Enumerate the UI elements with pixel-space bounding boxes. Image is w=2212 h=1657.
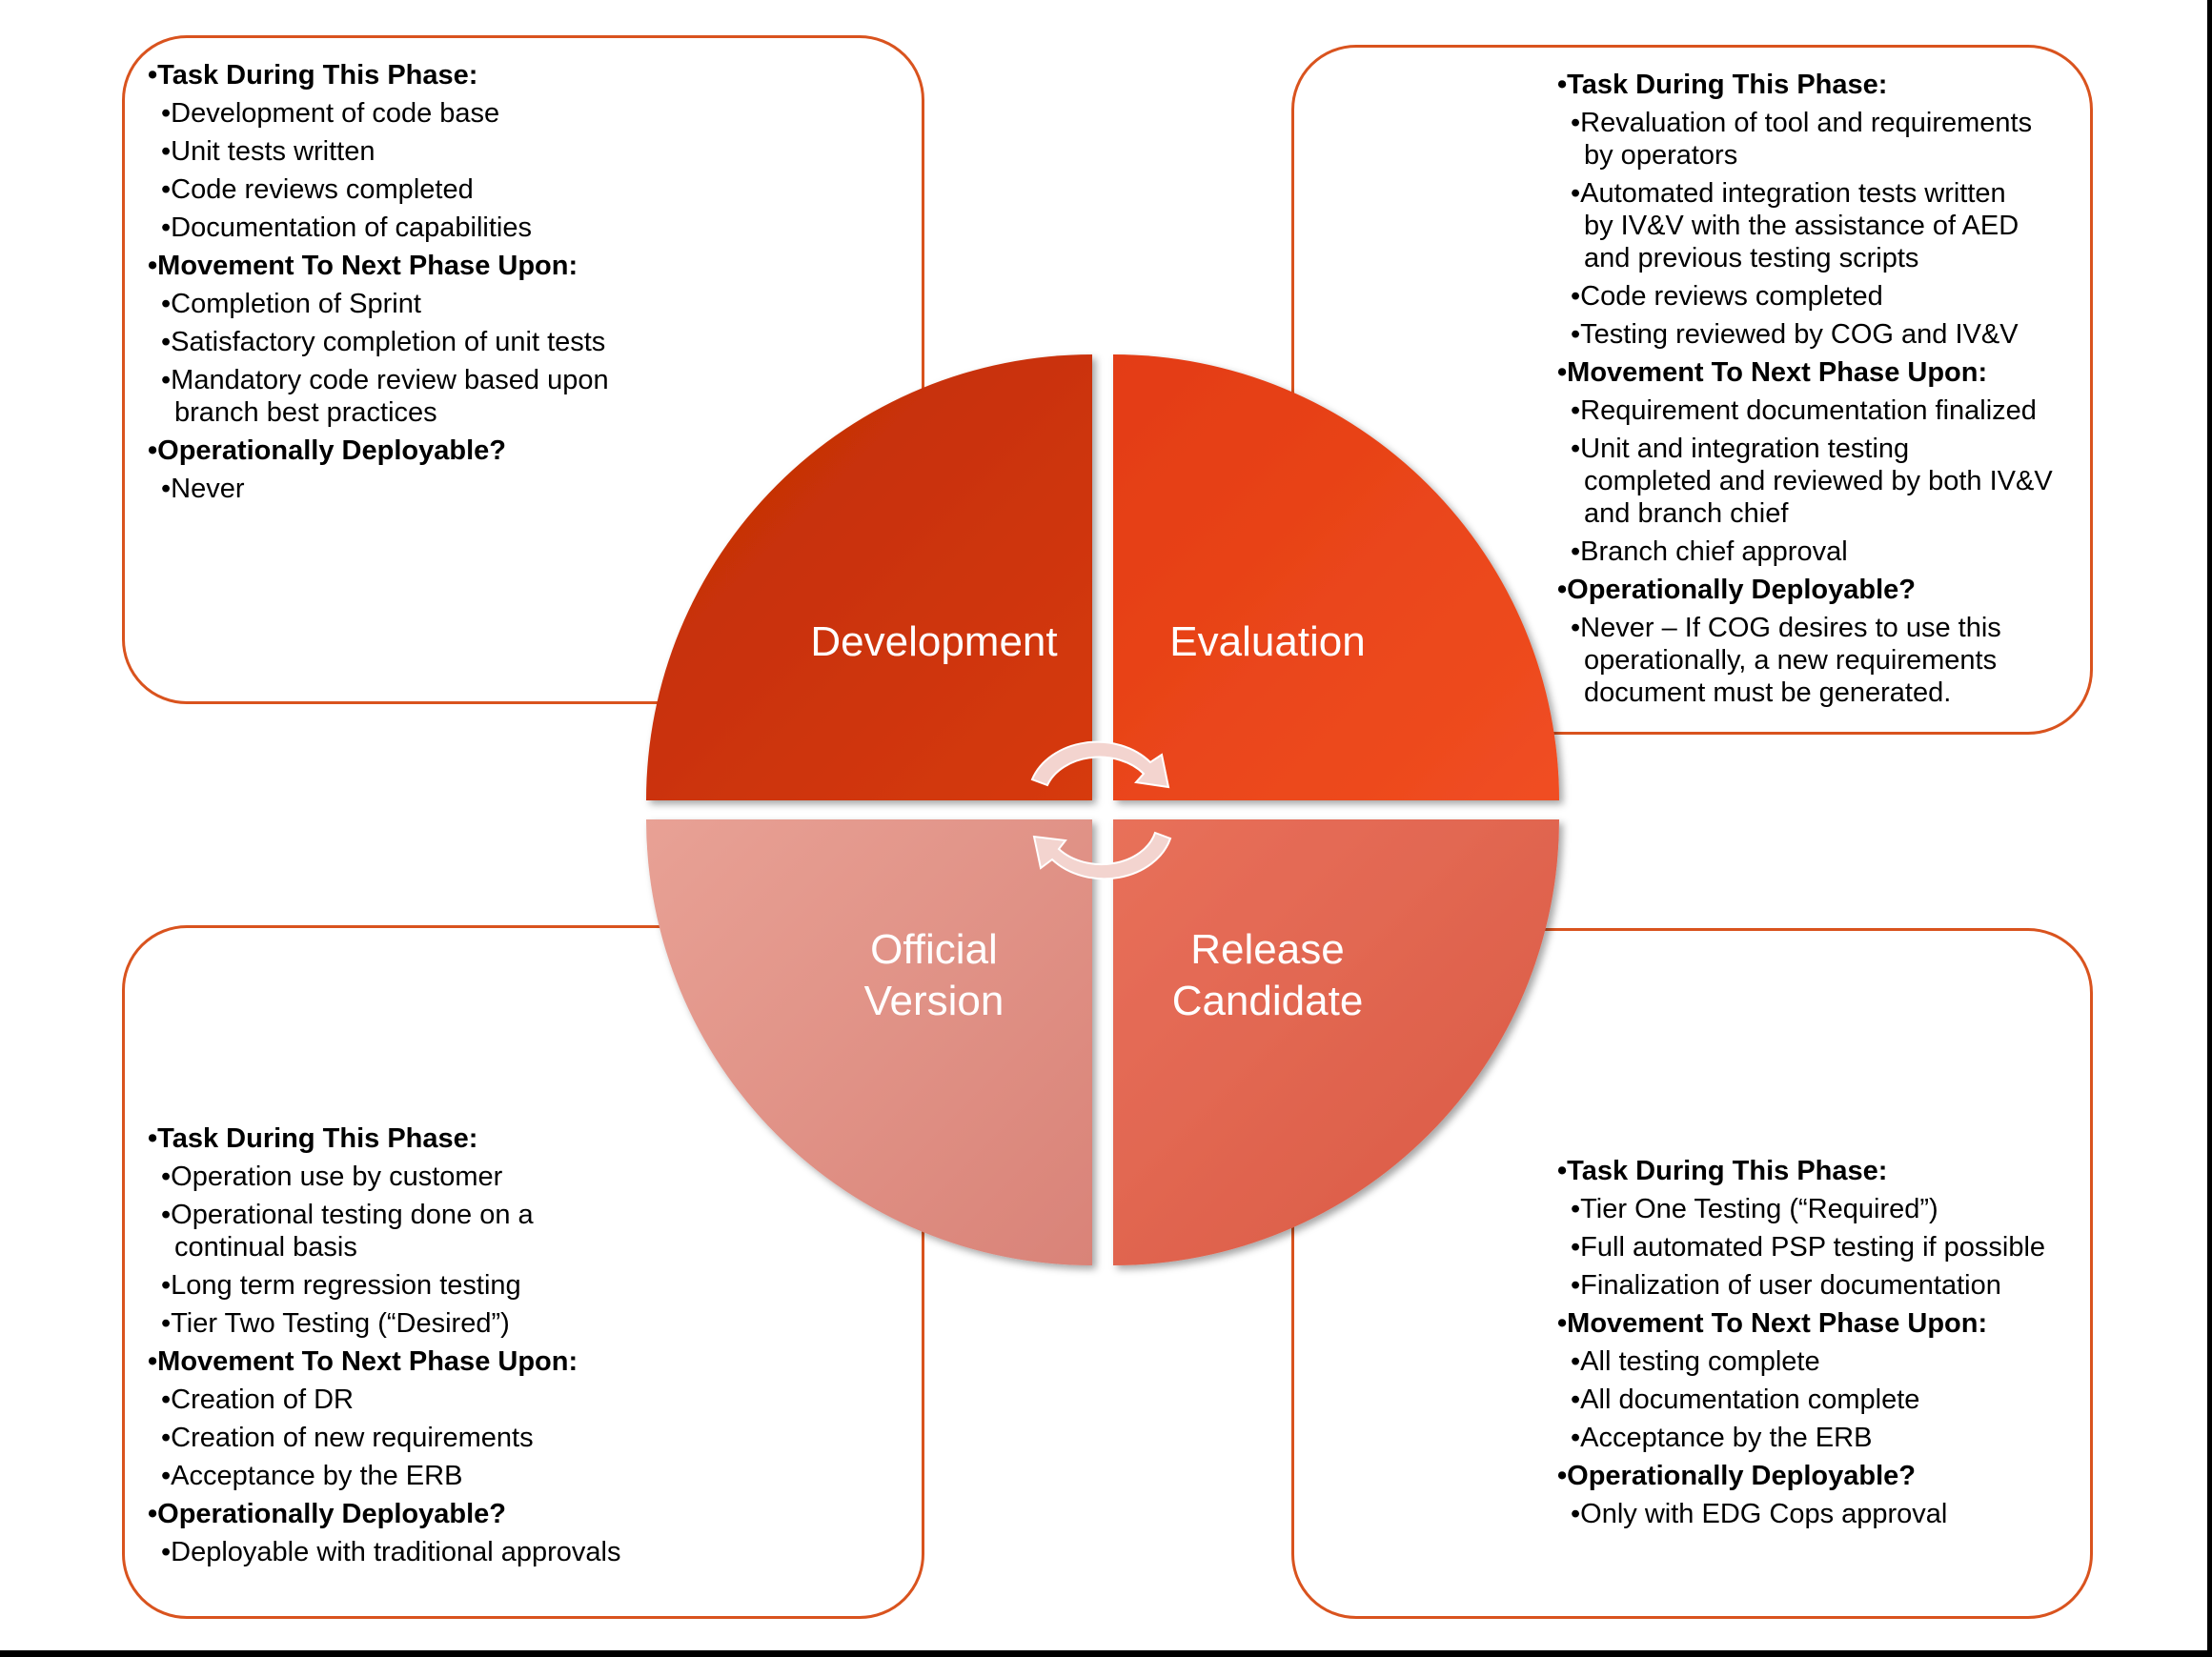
list-item: Creation of new requirements (148, 1419, 758, 1457)
clockwise-arrow-bottom (1032, 831, 1172, 880)
deploy-heading: Operationally Deployable? (1557, 1457, 2091, 1495)
list-item: Acceptance by the ERB (1557, 1419, 2091, 1457)
list-item: Branch chief approval (1557, 533, 2091, 571)
list-item: Unit tests written (148, 132, 758, 171)
list-item: Never – If COG desires to use thisoperat… (1557, 609, 2091, 712)
deploy-heading: Operationally Deployable? (148, 432, 758, 470)
deploy-heading: Operationally Deployable? (148, 1495, 758, 1533)
movement-heading: Movement To Next Phase Upon: (1557, 1304, 2091, 1343)
list-item: Tier Two Testing (“Desired”) (148, 1304, 758, 1343)
clockwise-arrow-top (1030, 740, 1170, 789)
list-item: Full automated PSP testing if possible (1557, 1228, 2091, 1266)
evaluation-panel-text: Task During This Phase: Revaluation of t… (1557, 66, 2091, 712)
list-item: Satisfactory completion of unit tests (148, 323, 758, 361)
movement-heading: Movement To Next Phase Upon: (148, 1343, 758, 1381)
list-item: Requirement documentation finalized (1557, 392, 2091, 430)
task-heading: Task During This Phase: (1557, 66, 2091, 104)
development-quadrant (646, 354, 1092, 800)
list-item: Never (148, 470, 758, 508)
list-item: Development of code base (148, 94, 758, 132)
list-item: Documentation of capabilities (148, 209, 758, 247)
list-item: Only with EDG Cops approval (1557, 1495, 2091, 1533)
list-item: Creation of DR (148, 1381, 758, 1419)
list-item: All testing complete (1557, 1343, 2091, 1381)
list-item: All documentation complete (1557, 1381, 2091, 1419)
development-label: Development (810, 618, 1058, 665)
movement-heading: Movement To Next Phase Upon: (1557, 354, 2091, 392)
deploy-heading: Operationally Deployable? (1557, 571, 2091, 609)
release-candidate-label: Release Candidate (1171, 926, 1364, 1024)
list-item: Finalization of user documentation (1557, 1266, 2091, 1304)
evaluation-label: Evaluation (1169, 618, 1366, 665)
bottom-border (0, 1650, 2212, 1657)
evaluation-quadrant (1113, 354, 1559, 800)
task-heading: Task During This Phase: (1557, 1152, 2091, 1190)
task-heading: Task During This Phase: (148, 1120, 758, 1158)
official-version-quadrant (646, 819, 1092, 1265)
cycle-arrows-icon (1030, 740, 1172, 880)
list-item: Deployable with traditional approvals (148, 1533, 758, 1571)
official-version-panel-text: Task During This Phase: Operation use by… (148, 1120, 758, 1571)
list-item: Acceptance by the ERB (148, 1457, 758, 1495)
release-candidate-panel-text: Task During This Phase: Tier One Testing… (1557, 1152, 2091, 1533)
list-item: Code reviews completed (148, 171, 758, 209)
development-panel-text: Task During This Phase: Development of c… (148, 56, 758, 508)
list-item: Tier One Testing (“Required”) (1557, 1190, 2091, 1228)
list-item: Long term regression testing (148, 1266, 758, 1304)
release-candidate-quadrant (1113, 819, 1559, 1265)
list-item: Completion of Sprint (148, 285, 758, 323)
official-version-label: Official Version (863, 926, 1005, 1024)
movement-heading: Movement To Next Phase Upon: (148, 247, 758, 285)
list-item: Testing reviewed by COG and IV&V (1557, 315, 2091, 354)
right-border (2207, 0, 2212, 1657)
list-item: Operation use by customer (148, 1158, 758, 1196)
list-item: Code reviews completed (1557, 277, 2091, 315)
task-heading: Task During This Phase: (148, 56, 758, 94)
